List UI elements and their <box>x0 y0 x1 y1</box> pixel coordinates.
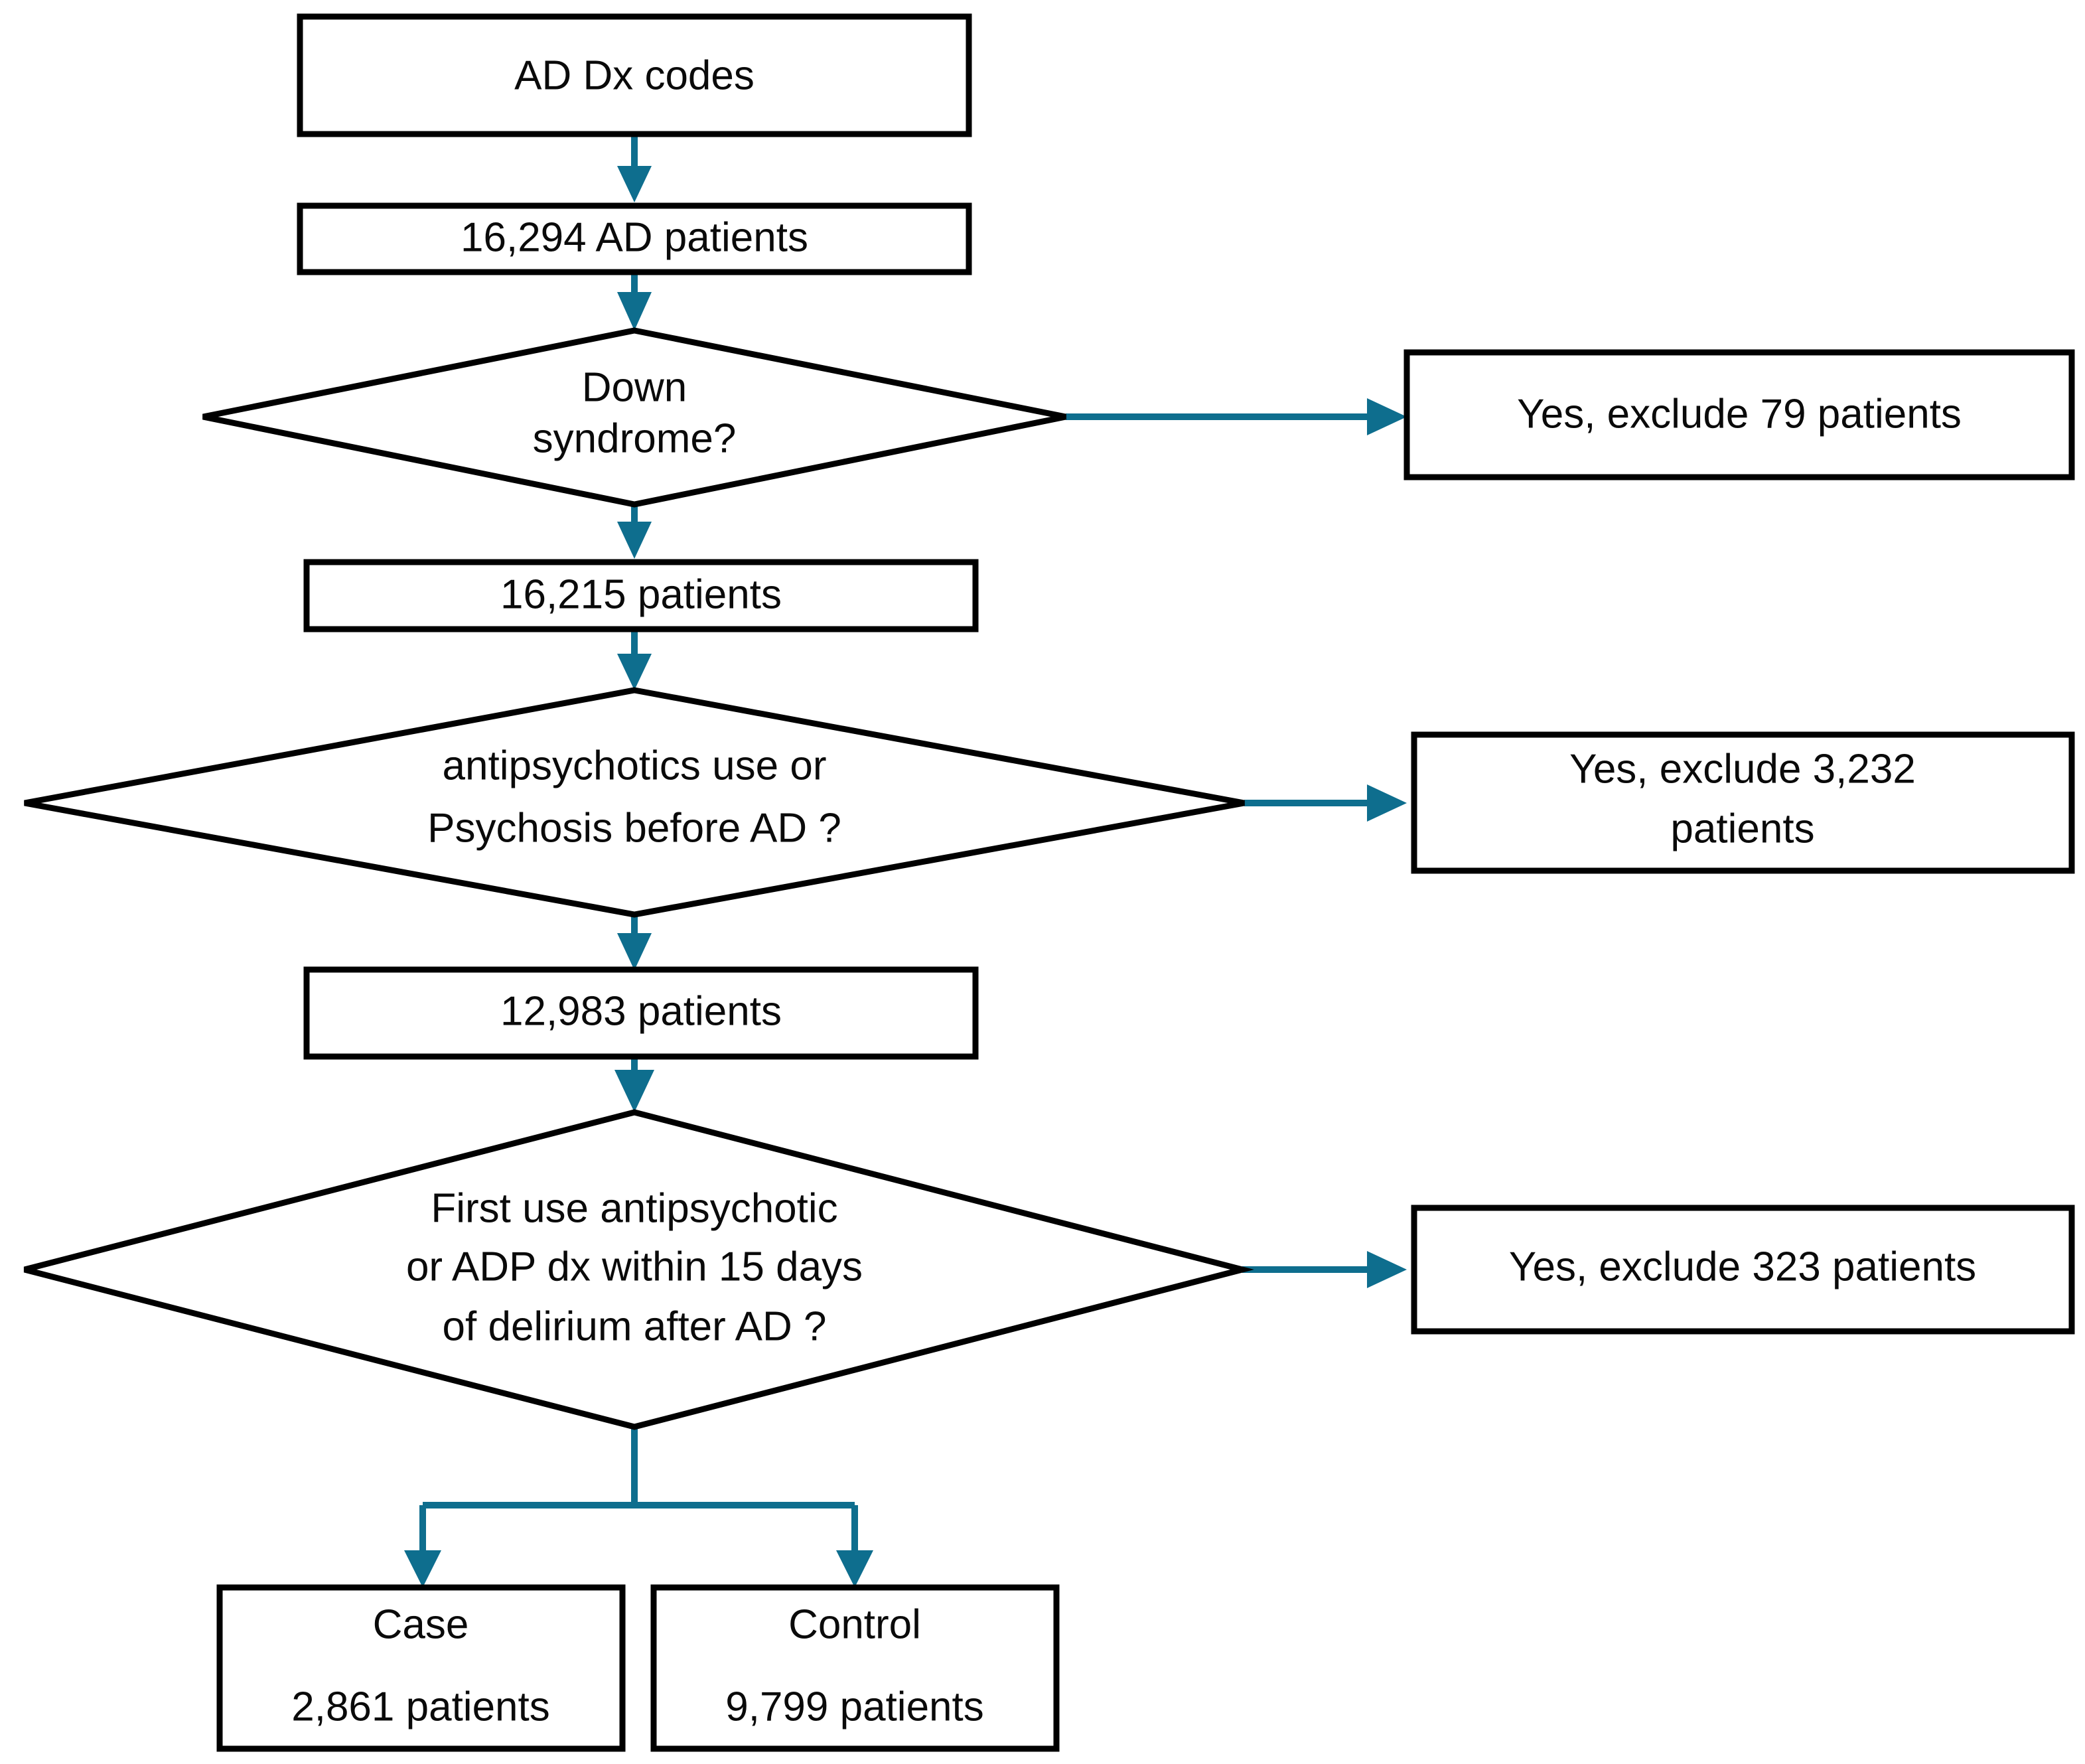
node-exclude-down-syndrome-label: Yes, exclude 79 patients <box>1517 391 1962 437</box>
connector-cohort-after-aps-to-first-use <box>614 1057 654 1112</box>
node-cohort-after-ds-label: 16,215 patients <box>500 571 782 617</box>
node-exclude-antipsychotics-line2: patients <box>1670 806 1814 851</box>
node-cohort-after-ds[interactable]: 16,215 patients <box>303 559 979 632</box>
node-cohort-after-aps-label: 12,983 patients <box>500 988 782 1034</box>
connector-antipsychotics-to-exclude <box>1244 784 1407 822</box>
node-exclude-antipsychotics[interactable]: Yes, exclude 3,232 patients <box>1411 731 2075 874</box>
node-source[interactable]: AD Dx codes <box>297 13 972 137</box>
connector-first-use-split <box>404 1427 873 1587</box>
node-outcome-control-line2: 9,799 patients <box>725 1684 984 1729</box>
node-exclude-first-use-label: Yes, exclude 323 patients <box>1509 1244 1976 1289</box>
connector-down-syndrome-to-exclude <box>1066 398 1407 435</box>
node-exclude-down-syndrome[interactable]: Yes, exclude 79 patients <box>1403 349 2075 480</box>
node-exclude-first-use[interactable]: Yes, exclude 323 patients <box>1411 1205 2075 1335</box>
node-decision-first-use[interactable]: First use antipsychotic or ADP dx within… <box>23 1109 1254 1430</box>
node-outcome-control-line1: Control <box>788 1601 921 1647</box>
connector-cohort-initial-to-down-syndrome <box>617 272 652 331</box>
connector-antipsychotics-to-cohort-after-aps <box>617 915 652 970</box>
connector-down-syndrome-to-cohort-after-ds <box>617 504 652 559</box>
node-outcome-case-line2: 2,861 patients <box>291 1684 550 1729</box>
node-decision-first-use-line1: First use antipsychotic <box>431 1185 837 1231</box>
node-cohort-initial[interactable]: 16,294 AD patients <box>297 202 972 275</box>
node-outcome-case[interactable]: Case 2,861 patients <box>216 1584 626 1752</box>
node-decision-antipsychotics-line1: antipsychotics use or <box>443 743 827 788</box>
node-outcome-control[interactable]: Control 9,799 patients <box>650 1584 1060 1752</box>
connector-first-use-to-exclude <box>1242 1251 1407 1288</box>
node-decision-first-use-line3: of delirium after AD ? <box>443 1303 827 1349</box>
node-source-label: AD Dx codes <box>514 52 755 98</box>
node-decision-down-syndrome-line2: syndrome? <box>533 415 737 461</box>
node-decision-down-syndrome-line1: Down <box>582 364 687 410</box>
node-outcome-case-line1: Case <box>373 1601 469 1647</box>
node-cohort-initial-label: 16,294 AD patients <box>461 214 808 260</box>
node-decision-first-use-line2: or ADP dx within 15 days <box>406 1244 863 1289</box>
connector-cohort-after-ds-to-antipsychotics <box>617 629 652 690</box>
node-decision-antipsychotics-line2: Psychosis before AD ? <box>427 805 841 851</box>
node-decision-antipsychotics[interactable]: antipsychotics use or Psychosis before A… <box>24 687 1245 918</box>
node-decision-down-syndrome[interactable]: Down syndrome? <box>202 327 1066 508</box>
node-cohort-after-aps[interactable]: 12,983 patients <box>303 966 979 1060</box>
connector-source-to-cohort-initial <box>617 134 652 202</box>
node-exclude-antipsychotics-line1: Yes, exclude 3,232 <box>1569 746 1916 792</box>
